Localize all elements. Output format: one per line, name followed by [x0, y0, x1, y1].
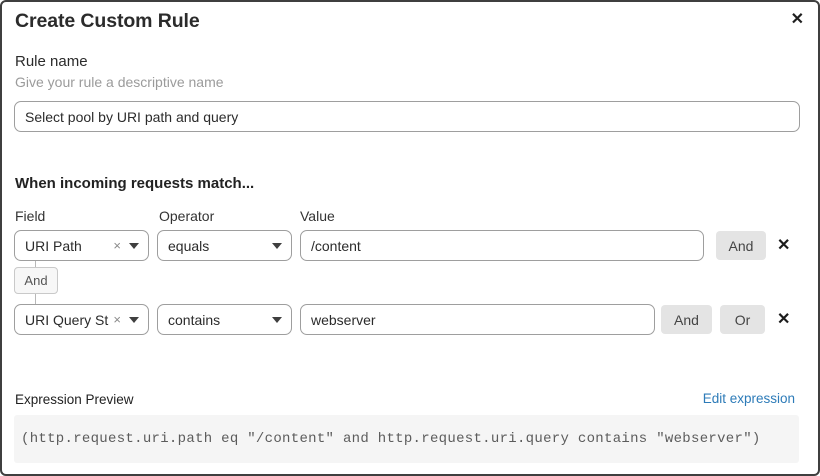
field-select-row1[interactable]: URI Path × [14, 230, 149, 261]
and-button-row2[interactable]: And [661, 305, 712, 334]
connector-and-badge: And [14, 267, 58, 294]
column-label-field: Field [15, 208, 46, 224]
field-select-row2[interactable]: URI Query St... × [14, 304, 149, 335]
dialog-title: Create Custom Rule [15, 10, 200, 32]
rule-name-input[interactable] [14, 101, 800, 132]
remove-condition-icon-row2[interactable]: ✕ [777, 311, 791, 328]
or-button-row2[interactable]: Or [720, 305, 765, 334]
and-button-row1[interactable]: And [716, 231, 766, 260]
column-label-operator: Operator [159, 208, 215, 224]
connector-line-top [35, 261, 36, 268]
rule-name-label: Rule name [15, 53, 88, 70]
rule-name-helper: Give your rule a descriptive name [15, 74, 224, 90]
chevron-down-icon [272, 316, 282, 323]
field-select-row2-value: URI Query St... [25, 311, 109, 328]
edit-expression-link[interactable]: Edit expression [702, 391, 795, 406]
value-input-row1[interactable] [300, 230, 704, 261]
operator-select-row2-value: contains [168, 311, 221, 328]
match-section-heading: When incoming requests match... [15, 175, 255, 192]
expression-preview-block: (http.request.uri.path eq "/content" and… [14, 415, 799, 463]
remove-condition-icon-row1[interactable]: ✕ [777, 237, 791, 254]
chevron-down-icon [272, 242, 282, 249]
chevron-down-icon [129, 242, 139, 249]
close-icon[interactable]: ✕ [790, 11, 804, 28]
operator-select-row1-value: equals [168, 237, 210, 254]
expression-code: (http.request.uri.path eq "/content" and… [21, 431, 761, 447]
clear-icon[interactable]: × [113, 312, 121, 327]
clear-icon[interactable]: × [113, 238, 121, 253]
chevron-down-icon [129, 316, 139, 323]
field-select-row1-value: URI Path [25, 237, 82, 254]
operator-select-row1[interactable]: equals [157, 230, 292, 261]
operator-select-row2[interactable]: contains [157, 304, 292, 335]
expression-preview-label: Expression Preview [15, 392, 134, 407]
connector-line-bottom [35, 294, 36, 304]
value-input-row2[interactable] [300, 304, 655, 335]
column-label-value: Value [300, 208, 335, 224]
